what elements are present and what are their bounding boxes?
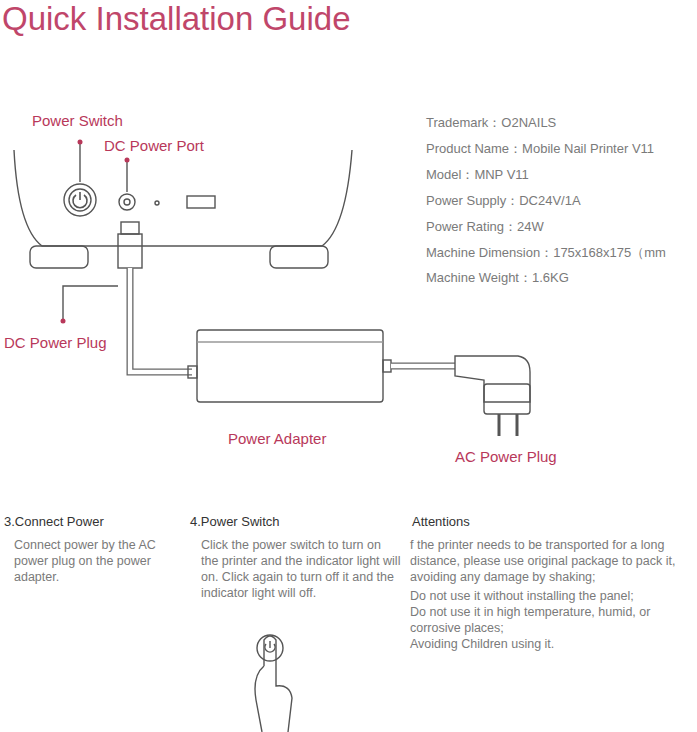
part-label: DC Power Port xyxy=(104,137,204,155)
section-body: Click the power switch to turn on the pr… xyxy=(201,537,401,601)
spec-line: Model：MNP V11 xyxy=(426,167,529,183)
indicator-light xyxy=(155,201,159,205)
part-label: Power Adapter xyxy=(228,430,326,448)
part-label: AC Power Plug xyxy=(455,448,557,466)
spec-line: Power Supply：DC24V/1A xyxy=(426,193,581,209)
printer-body xyxy=(14,150,352,246)
usb-port xyxy=(187,196,215,208)
section-heading: Attentions xyxy=(412,514,470,530)
page-title: Quick Installation Guide xyxy=(2,0,351,38)
power-icon xyxy=(73,192,87,208)
hand-drawing xyxy=(255,636,292,732)
leader-line xyxy=(79,143,80,182)
plug-prong xyxy=(498,414,501,436)
dc-port-pin xyxy=(124,199,130,205)
section-heading: 4.Power Switch xyxy=(190,514,280,530)
dc-power-plug xyxy=(118,234,142,268)
power-switch xyxy=(64,184,96,216)
callout-dot xyxy=(125,158,130,163)
dc-plug-tip xyxy=(121,222,139,234)
power-adapter xyxy=(197,330,383,402)
callout-dot xyxy=(78,140,83,145)
cable-boot xyxy=(188,366,197,378)
spec-line: Trademark：O2NAILS xyxy=(426,115,556,131)
adapter-edge xyxy=(197,341,383,342)
spec-line: Power Rating：24W xyxy=(426,219,544,235)
leader-line xyxy=(63,286,118,320)
cable-inner xyxy=(130,268,192,372)
section-body: Avoiding Children using it. xyxy=(410,636,693,652)
section-heading: 3.Connect Power xyxy=(4,514,104,530)
spec-line: Machine Weight：1.6KG xyxy=(426,270,569,286)
section-body: Do not use it in high temperature, humid… xyxy=(410,604,693,636)
part-label: DC Power Plug xyxy=(4,334,107,352)
ac-plug-face xyxy=(484,384,530,414)
section-body: Connect power by the AC power plug on th… xyxy=(14,537,179,585)
cable xyxy=(130,268,192,372)
printer-foot xyxy=(270,246,328,268)
cable-inner xyxy=(391,364,455,368)
callout-dot xyxy=(61,319,66,324)
printer-foot xyxy=(30,246,88,268)
spec-line: Machine Dimension：175x168x175（mm xyxy=(426,245,666,261)
section-body: f the printer needs to be transported fo… xyxy=(410,537,693,585)
cable xyxy=(391,363,455,370)
dc-port xyxy=(119,194,135,210)
leader-line xyxy=(126,160,127,192)
power-switch-ring xyxy=(69,189,91,211)
button-icon xyxy=(257,635,283,661)
power-icon xyxy=(265,641,275,652)
section-body: Do not use it without installing the pan… xyxy=(410,588,693,604)
spec-line: Product Name：Mobile Nail Printer V11 xyxy=(426,141,654,157)
cable-boot xyxy=(383,360,391,372)
part-label: Power Switch xyxy=(32,112,123,130)
plug-prong xyxy=(516,414,519,436)
ac-power-plug xyxy=(455,356,530,402)
